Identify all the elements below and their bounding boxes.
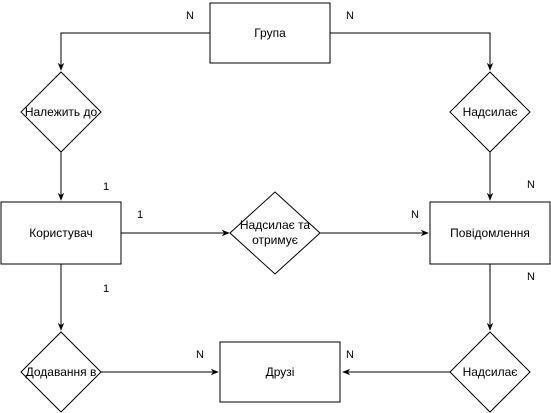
entity-friends-label: Друзі bbox=[266, 365, 295, 379]
entity-user[interactable]: Користувач bbox=[0, 201, 122, 265]
cardinality-user-right: 1 bbox=[137, 209, 143, 221]
entity-user-label: Користувач bbox=[29, 226, 93, 240]
entity-group-label: Група bbox=[254, 26, 286, 40]
relationship-sends-group[interactable]: Надсилає bbox=[449, 71, 531, 153]
relationship-add-to-label: Додавання в bbox=[26, 365, 97, 379]
cardinality-friends-left: N bbox=[196, 349, 204, 361]
cardinality-group-left: N bbox=[186, 10, 194, 22]
relationship-sends-receives[interactable]: Надсилає та отримує bbox=[229, 191, 321, 275]
relationship-sends-friends[interactable]: Надсилає bbox=[449, 331, 531, 413]
entity-group[interactable]: Група bbox=[209, 2, 331, 64]
relationship-sends-group-label: Надсилає bbox=[463, 105, 518, 119]
edge-group-to-belongs bbox=[57, 32, 210, 71]
relationship-sends-receives-label-line2: отримує bbox=[252, 233, 298, 247]
entity-friends[interactable]: Друзі bbox=[219, 341, 341, 403]
cardinality-group-right: N bbox=[346, 10, 354, 22]
relationship-sends-friends-label: Надсилає bbox=[463, 365, 518, 379]
relationship-sends-receives-label-line1: Надсилає та bbox=[240, 218, 311, 232]
cardinality-friends-right: N bbox=[346, 349, 354, 361]
relationship-belongs-to[interactable]: Належить до bbox=[20, 71, 102, 153]
cardinality-message-top: N bbox=[527, 179, 535, 191]
edge-group-to-sends bbox=[330, 32, 494, 71]
entity-message-label: Повідомлення bbox=[450, 226, 530, 240]
cardinality-user-bottom: 1 bbox=[103, 283, 109, 295]
cardinality-message-left: N bbox=[411, 209, 419, 221]
relationship-add-to[interactable]: Додавання в bbox=[20, 331, 102, 413]
relationship-belongs-to-label: Належить до bbox=[25, 105, 98, 119]
cardinality-user-top: 1 bbox=[103, 181, 109, 193]
entity-message[interactable]: Повідомлення bbox=[429, 201, 551, 265]
cardinality-message-bottom: N bbox=[527, 271, 535, 283]
